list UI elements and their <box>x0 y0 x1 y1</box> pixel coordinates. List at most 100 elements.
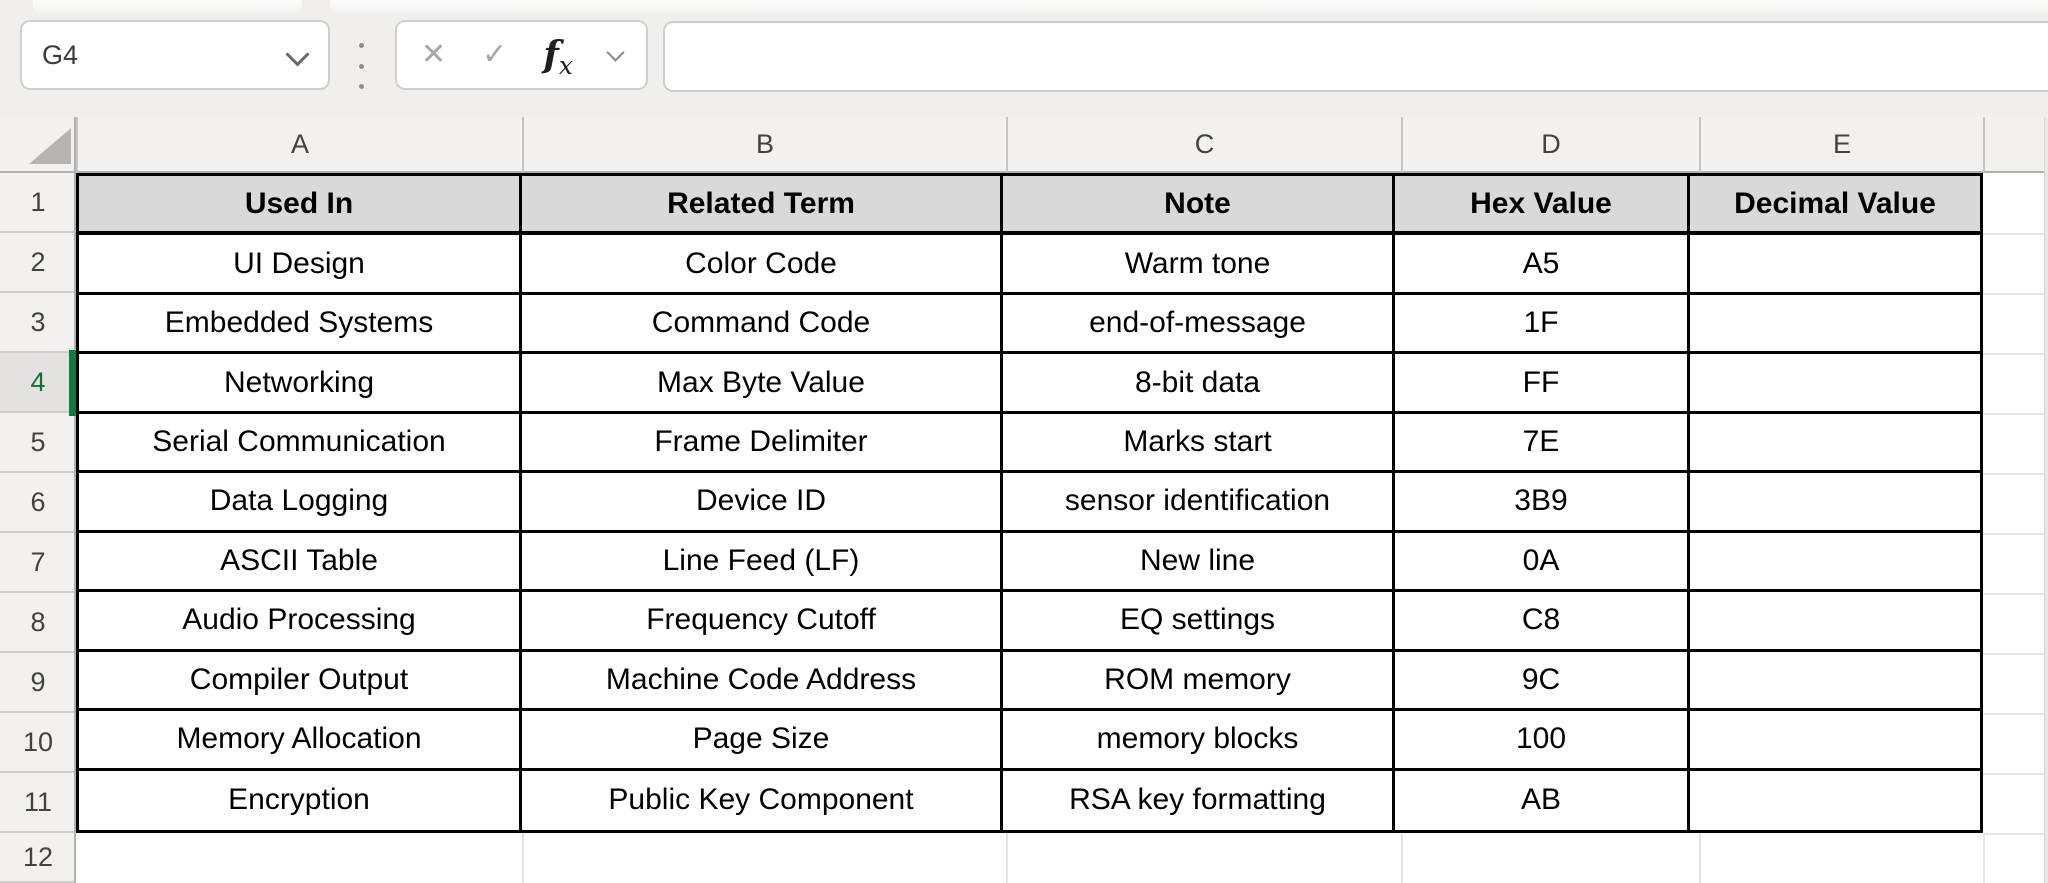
table-cell[interactable]: C8 <box>1395 592 1690 652</box>
table-cell[interactable]: Warm tone <box>1003 235 1395 295</box>
table-cell[interactable]: Audio Processing <box>79 592 522 652</box>
table-cell[interactable]: AB <box>1395 770 1690 830</box>
row-header-12[interactable]: 12 <box>0 833 76 883</box>
table-cell[interactable]: 0A <box>1395 532 1690 593</box>
row-header-10[interactable]: 10 <box>0 713 76 773</box>
table-cell[interactable]: 3B9 <box>1395 473 1690 533</box>
table-cell[interactable]: 9C <box>1395 651 1690 712</box>
table-cell[interactable]: ROM memory <box>1003 651 1395 712</box>
gridline <box>1983 713 2048 715</box>
table-cell[interactable]: 100 <box>1395 711 1690 771</box>
fx-icon-sub: x <box>558 51 573 80</box>
table-cell[interactable]: UI Design <box>79 235 522 295</box>
table-cell[interactable]: Public Key Component <box>522 770 1003 830</box>
table-cell[interactable]: 1F <box>1395 294 1690 355</box>
name-box[interactable]: G4 <box>20 20 330 90</box>
row-header-1[interactable]: 1 <box>0 173 76 233</box>
gridline <box>1983 233 2048 235</box>
column-header-B[interactable]: B <box>522 117 1006 173</box>
table-cell[interactable]: Encryption <box>79 770 522 830</box>
table-header-cell[interactable]: Related Term <box>522 176 1003 236</box>
table-cell[interactable]: memory blocks <box>1003 711 1395 771</box>
table-cell[interactable]: Device ID <box>522 473 1003 533</box>
row-header-2[interactable]: 2 <box>0 233 76 293</box>
cancel-button[interactable]: ✕ <box>421 38 447 71</box>
table-cell[interactable] <box>1690 711 1980 771</box>
table-cell[interactable]: Page Size <box>522 711 1003 771</box>
row-header-4[interactable]: 4 <box>0 353 76 413</box>
table-cell[interactable]: sensor identification <box>1003 473 1395 533</box>
gridline <box>522 833 524 883</box>
select-all-triangle-icon <box>29 128 71 164</box>
table-cell[interactable]: 8-bit data <box>1003 354 1395 414</box>
enter-button[interactable]: ✓ <box>482 38 508 71</box>
table-cell[interactable]: A5 <box>1395 235 1690 295</box>
column-header-D[interactable]: D <box>1401 117 1699 173</box>
gridline <box>1983 533 2048 535</box>
gridline <box>1983 473 2048 475</box>
gridline <box>1983 773 2048 775</box>
table-cell[interactable]: Color Code <box>522 235 1003 295</box>
row-header-5[interactable]: 5 <box>0 413 76 473</box>
table-cell[interactable]: ASCII Table <box>79 532 522 593</box>
table-cell[interactable]: RSA key formatting <box>1003 770 1395 830</box>
row-header-8[interactable]: 8 <box>0 593 76 653</box>
table-cell[interactable]: EQ settings <box>1003 592 1395 652</box>
table-cell[interactable]: Machine Code Address <box>522 651 1003 712</box>
select-all-button[interactable] <box>0 117 76 173</box>
table-cell[interactable]: Command Code <box>522 294 1003 355</box>
row-header-9[interactable]: 9 <box>0 653 76 713</box>
column-header-C[interactable]: C <box>1006 117 1401 173</box>
table-cell[interactable]: Marks start <box>1003 413 1395 474</box>
selected-row-accent <box>69 350 76 416</box>
table-cell[interactable]: Line Feed (LF) <box>522 532 1003 593</box>
formula-input[interactable] <box>663 21 2048 92</box>
table-header-cell[interactable]: Used In <box>79 176 522 236</box>
table-cell[interactable] <box>1690 354 1980 414</box>
table-cell[interactable] <box>1690 652 1980 712</box>
gridline <box>1006 833 1008 883</box>
table-cell[interactable] <box>1690 771 1980 830</box>
table-cell[interactable] <box>1690 295 1980 355</box>
table-cell[interactable] <box>1690 235 1980 295</box>
formula-controls: ✕ ✓ fx <box>395 20 648 90</box>
table-cell[interactable]: Frequency Cutoff <box>522 592 1003 652</box>
formula-bar-row: G4 ✕ ✓ fx <box>0 0 2048 117</box>
row-header-7[interactable]: 7 <box>0 533 76 593</box>
table-cell[interactable]: Embedded Systems <box>79 294 522 355</box>
column-header-partial[interactable] <box>1983 117 2048 173</box>
table-cell[interactable]: New line <box>1003 532 1395 593</box>
insert-function-button[interactable]: fx <box>543 37 573 78</box>
table-header-cell[interactable]: Note <box>1003 176 1395 236</box>
gridline <box>1983 293 2048 295</box>
column-header-A[interactable]: A <box>76 117 522 173</box>
table-cell[interactable]: 7E <box>1395 413 1690 474</box>
column-header-E[interactable]: E <box>1699 117 1983 173</box>
table-header-cell[interactable]: Decimal Value <box>1690 176 1980 236</box>
separator-grip-icon <box>359 43 364 89</box>
table-cell[interactable]: FF <box>1395 354 1690 414</box>
gridline <box>1983 593 2048 595</box>
table-cell[interactable] <box>1690 533 1980 593</box>
table-cell[interactable]: end-of-message <box>1003 294 1395 355</box>
table-header-cell[interactable]: Hex Value <box>1395 176 1690 236</box>
table-cell[interactable] <box>1690 473 1980 533</box>
chevron-down-icon[interactable] <box>606 42 625 62</box>
row-header-11[interactable]: 11 <box>0 773 76 833</box>
gridline <box>1983 833 2048 835</box>
table-cell[interactable]: Compiler Output <box>79 651 522 712</box>
table-cell[interactable]: Frame Delimiter <box>522 413 1003 474</box>
table-cell[interactable]: Max Byte Value <box>522 354 1003 414</box>
table-cell[interactable]: Networking <box>79 354 522 414</box>
row-header-3[interactable]: 3 <box>0 293 76 353</box>
table-cell[interactable]: Serial Communication <box>79 413 522 474</box>
ribbon-bottom-edge <box>330 0 2048 13</box>
gridline <box>1983 413 2048 415</box>
table-cell[interactable] <box>1690 592 1980 652</box>
table-cell[interactable]: Memory Allocation <box>79 711 522 771</box>
table-cell[interactable]: Data Logging <box>79 473 522 533</box>
table-cell[interactable] <box>1690 414 1980 474</box>
chevron-down-icon[interactable] <box>285 42 310 67</box>
row-header-6[interactable]: 6 <box>0 473 76 533</box>
